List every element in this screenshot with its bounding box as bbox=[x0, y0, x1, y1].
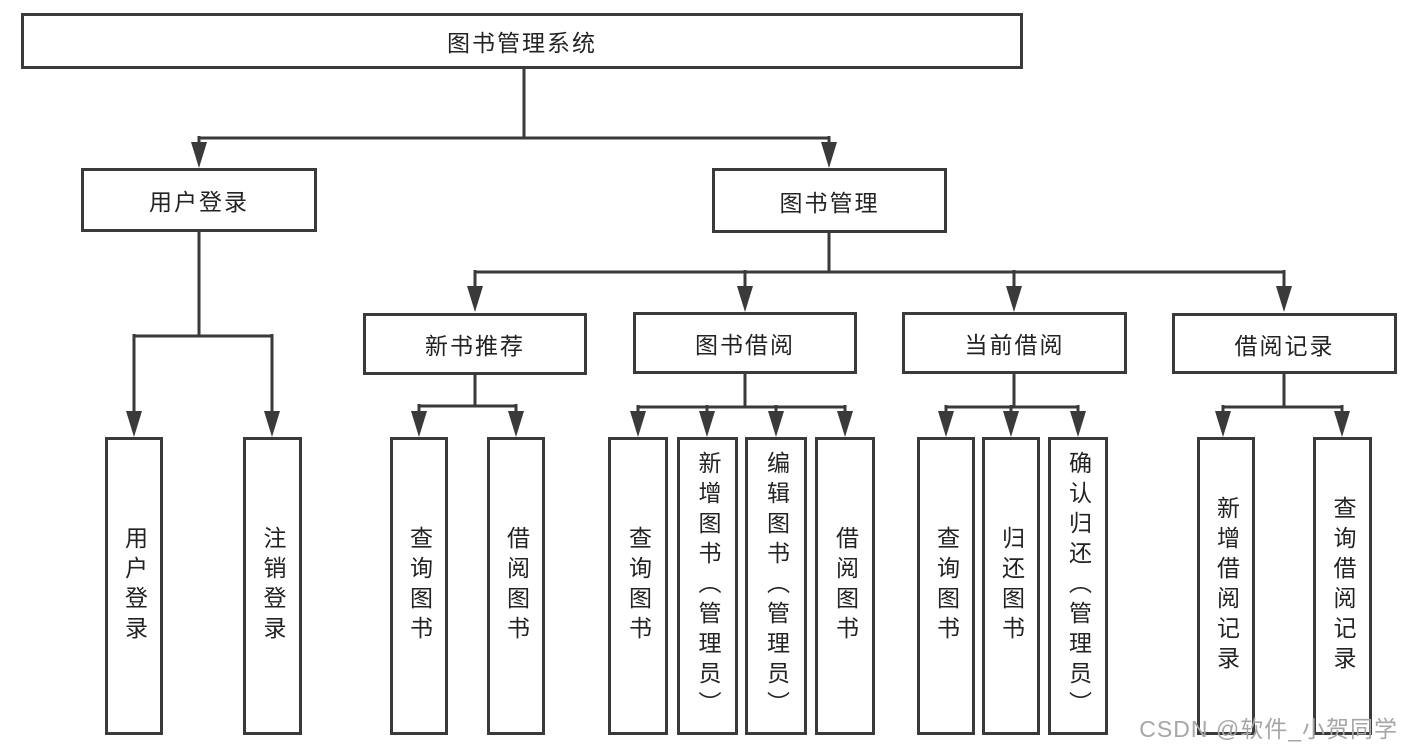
leaf-user-login: 用户登录 bbox=[105, 437, 163, 735]
node-label: 图书借阅 bbox=[695, 332, 795, 358]
leaf-label: 查询借阅记录 bbox=[1330, 496, 1356, 676]
leaf-query-borrow-record: 查询借阅记录 bbox=[1313, 437, 1372, 735]
leaf-label: 查询图书 bbox=[406, 526, 433, 646]
leaf-label: 确认归还（管理员） bbox=[1065, 451, 1092, 721]
node-book-borrow: 图书借阅 bbox=[633, 312, 857, 374]
node-label: 图书管理 bbox=[779, 189, 880, 216]
leaf-borrow-books-recommend: 借阅图书 bbox=[487, 437, 545, 735]
leaf-label: 归还图书 bbox=[998, 526, 1025, 646]
leaf-confirm-return-admin: 确认归还（管理员） bbox=[1048, 437, 1108, 735]
node-label: 图书管理系统 bbox=[447, 30, 597, 56]
arrowhead-icons bbox=[126, 142, 1350, 437]
leaf-return-books: 归还图书 bbox=[982, 437, 1040, 735]
leaf-label: 查询图书 bbox=[933, 526, 960, 646]
leaf-edit-books-admin: 编辑图书（管理员） bbox=[745, 437, 807, 735]
watermark: CSDN @软件_小贺同学 bbox=[1139, 716, 1398, 742]
node-borrow-records: 借阅记录 bbox=[1172, 313, 1397, 374]
node-current-borrow: 当前借阅 bbox=[902, 312, 1127, 374]
node-label: 当前借阅 bbox=[964, 332, 1065, 358]
leaf-query-books-current: 查询图书 bbox=[917, 437, 975, 735]
leaf-add-books-admin: 新增图书（管理员） bbox=[677, 437, 738, 735]
node-label: 用户登录 bbox=[149, 189, 249, 215]
leaf-add-borrow-record: 新增借阅记录 bbox=[1197, 437, 1255, 735]
node-book-management: 图书管理 bbox=[712, 168, 947, 233]
leaf-label: 新增借阅记录 bbox=[1213, 496, 1240, 676]
node-root-system: 图书管理系统 bbox=[21, 13, 1023, 69]
leaf-label: 编辑图书（管理员） bbox=[763, 451, 790, 721]
leaf-label: 查询图书 bbox=[625, 526, 652, 646]
leaf-label: 借阅图书 bbox=[503, 526, 530, 646]
node-label: 借阅记录 bbox=[1234, 332, 1335, 359]
leaf-label: 新增图书（管理员） bbox=[695, 451, 721, 721]
leaf-query-books-borrow: 查询图书 bbox=[608, 437, 668, 735]
node-new-book-recommend: 新书推荐 bbox=[363, 313, 587, 375]
leaf-logout: 注销登录 bbox=[243, 437, 302, 735]
leaf-label: 借阅图书 bbox=[832, 526, 859, 646]
leaf-borrow-books-borrow: 借阅图书 bbox=[815, 437, 875, 735]
leaf-label: 用户登录 bbox=[121, 526, 148, 646]
leaf-label: 注销登录 bbox=[260, 526, 286, 646]
node-label: 新书推荐 bbox=[425, 333, 525, 359]
leaf-query-books-recommend: 查询图书 bbox=[390, 437, 448, 735]
node-user-login: 用户登录 bbox=[81, 168, 317, 232]
